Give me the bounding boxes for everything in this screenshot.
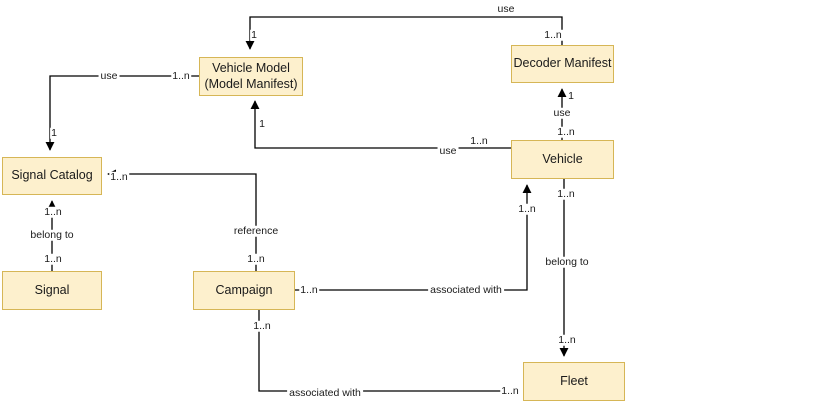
- edge-source-multiplicity-vehicle-uses-decoder-manifest: 1..n: [556, 125, 576, 138]
- edge-vehicle-model-uses-signal-catalog: [45, 75, 199, 151]
- edge-source-multiplicity-vehicle-belongs-to-fleet: 1..n: [556, 187, 576, 200]
- entity-label: Campaign: [215, 282, 273, 297]
- entity-label: Vehicle: [542, 151, 583, 166]
- edge-verb-label-campaign-associated-with-vehicle: associated with: [428, 283, 504, 296]
- edge-vehicle-uses-vehicle-model: [250, 100, 511, 149]
- edge-verb-label-vehicle-uses-vehicle-model: use: [437, 144, 459, 157]
- entity-label: Fleet: [560, 373, 588, 388]
- entity-node-vehicle-model[interactable]: Vehicle Model (Model Manifest): [199, 57, 303, 96]
- edge-source-multiplicity-signal-belongs-to-signal-catalog: 1..n: [43, 252, 63, 265]
- edge-target-multiplicity-campaign-associated-with-vehicle: 1..n: [517, 202, 537, 215]
- edge-target-multiplicity-vehicle-belongs-to-fleet: 1..n: [557, 333, 577, 346]
- edge-source-multiplicity-campaign-references-signal-catalog: 1..n: [246, 252, 266, 265]
- edge-verb-label-signal-belongs-to-signal-catalog: belong to: [28, 228, 76, 241]
- entity-label: Vehicle Model (Model Manifest): [204, 60, 298, 91]
- edge-campaign-associated-with-fleet: [258, 310, 518, 396]
- edge-source-multiplicity-decoder-manifest-uses-vehicle-model: 1..n: [543, 28, 563, 41]
- edge-source-multiplicity-vehicle-model-uses-signal-catalog: 1..n: [171, 69, 191, 82]
- entity-node-campaign[interactable]: Campaign: [193, 271, 295, 310]
- edge-verb-label-campaign-references-signal-catalog: reference: [231, 224, 281, 237]
- edge-target-multiplicity-decoder-manifest-uses-vehicle-model: 1: [250, 28, 258, 41]
- edge-source-multiplicity-vehicle-uses-vehicle-model: 1..n: [469, 134, 489, 147]
- edge-campaign-associated-with-vehicle: [295, 184, 532, 291]
- entity-node-decoder-manifest[interactable]: Decoder Manifest: [511, 45, 614, 83]
- edge-verb-label-vehicle-belongs-to-fleet: belong to: [543, 255, 591, 268]
- edge-verb-label-campaign-associated-with-fleet: associated with: [287, 386, 363, 399]
- edge-verb-label-vehicle-model-uses-signal-catalog: use: [98, 69, 120, 82]
- edge-verb-label-vehicle-uses-decoder-manifest: use: [551, 106, 573, 119]
- edge-target-multiplicity-vehicle-uses-decoder-manifest: 1: [567, 89, 575, 102]
- edge-campaign-references-signal-catalog: [107, 169, 257, 271]
- entity-label: Decoder Manifest: [513, 56, 612, 71]
- entity-label: Signal Catalog: [11, 168, 93, 183]
- entity-label: Signal: [34, 282, 70, 297]
- entity-node-fleet[interactable]: Fleet: [523, 362, 625, 401]
- edge-target-multiplicity-vehicle-model-uses-signal-catalog: 1: [50, 126, 58, 139]
- edge-target-multiplicity-vehicle-uses-vehicle-model: 1: [258, 117, 266, 130]
- edge-target-multiplicity-campaign-references-signal-catalog: 1..n: [109, 170, 129, 183]
- edge-target-multiplicity-signal-belongs-to-signal-catalog: 1..n: [43, 205, 63, 218]
- entity-node-vehicle[interactable]: Vehicle: [511, 140, 614, 179]
- edge-source-multiplicity-campaign-associated-with-fleet: 1..n: [252, 319, 272, 332]
- edge-target-multiplicity-campaign-associated-with-fleet: 1..n: [500, 384, 520, 397]
- edge-source-multiplicity-campaign-associated-with-vehicle: 1..n: [299, 283, 319, 296]
- entity-node-signal-catalog[interactable]: Signal Catalog: [2, 157, 102, 195]
- entity-node-signal[interactable]: Signal: [2, 271, 102, 310]
- edge-verb-label-decoder-manifest-uses-vehicle-model: use: [495, 2, 517, 15]
